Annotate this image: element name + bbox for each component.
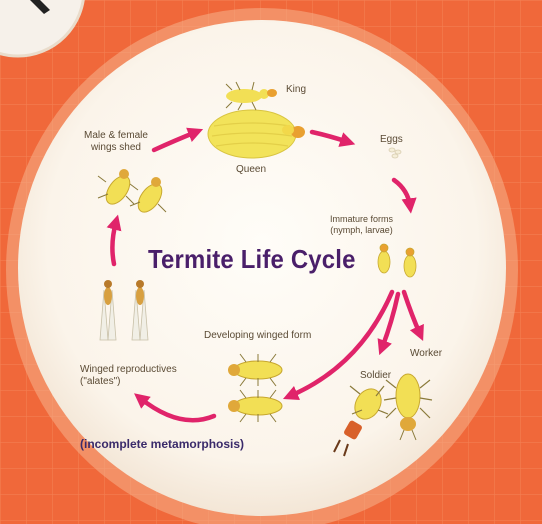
diagram-title: Termite Life Cycle	[148, 244, 356, 274]
arrow-to-developing	[282, 289, 395, 401]
pen-tip	[30, 0, 50, 14]
label-queen: Queen	[236, 164, 267, 175]
arrow-to-soldier	[377, 291, 401, 356]
label-immature-line1: Immature forms	[330, 214, 394, 224]
developing-winged-termites	[228, 353, 283, 423]
cycle-arrows	[106, 127, 424, 423]
arrow-developing-to-winged	[134, 393, 217, 423]
label-immature-forms: Immature forms (nymph, larvae)	[330, 214, 393, 236]
arrow-shed-to-queen	[151, 127, 204, 153]
arrow-eggs-to-immature	[391, 177, 417, 214]
label-shed-line1: Male & female	[84, 130, 148, 141]
worker-termite	[383, 373, 433, 441]
metamorphosis-note: (incomplete metamorphosis)	[80, 437, 245, 451]
alate-termites	[99, 280, 149, 341]
soldier-termite	[333, 385, 389, 457]
king-termite	[225, 81, 277, 111]
label-shed-line2: wings shed	[90, 142, 141, 153]
label-wings-shed: Male & female wings shed	[84, 130, 148, 154]
nymph-termites	[377, 243, 417, 278]
disc	[18, 20, 506, 516]
label-winged-line1: Winged reproductives	[80, 364, 177, 375]
label-winged-reproductives: Winged reproductives ("alates")	[80, 364, 177, 388]
eggs	[388, 147, 402, 159]
wingless-termites	[97, 169, 167, 213]
label-winged-line2: ("alates")	[80, 376, 121, 387]
arrow-to-worker	[401, 289, 424, 341]
label-developing-winged-form: Developing winged form	[204, 330, 312, 341]
label-worker: Worker	[410, 348, 443, 359]
corner-ring	[0, 0, 85, 58]
label-immature-line2: (nymph, larvae)	[330, 225, 393, 235]
queen-termite	[207, 109, 305, 159]
arrow-winged-to-shed	[106, 214, 122, 267]
label-soldier: Soldier	[360, 370, 392, 381]
label-king: King	[286, 84, 307, 95]
arrow-queen-to-eggs	[309, 129, 356, 147]
label-eggs: Eggs	[380, 134, 403, 145]
